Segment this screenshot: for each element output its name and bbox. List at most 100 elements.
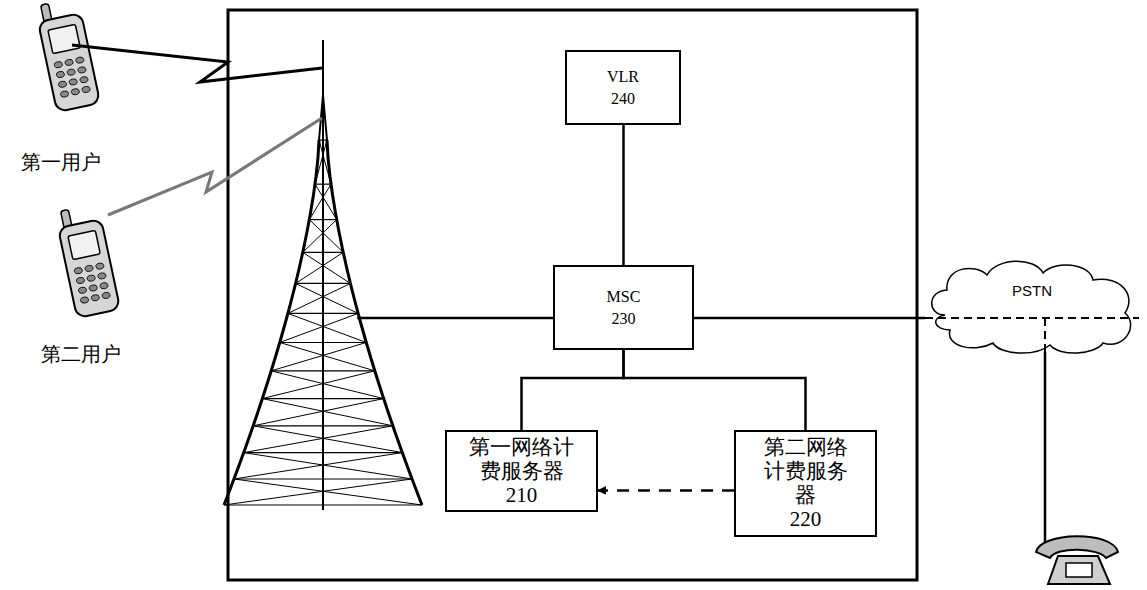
node-title: 第二网络计费服务器 bbox=[754, 435, 857, 507]
phone-key bbox=[80, 296, 89, 304]
tower-strut bbox=[288, 313, 358, 314]
tower-brace bbox=[253, 426, 402, 453]
phone-key bbox=[56, 71, 65, 79]
phone-key bbox=[65, 59, 74, 67]
tower-brace bbox=[296, 252, 344, 283]
tower-brace bbox=[303, 252, 351, 283]
tower-brace bbox=[253, 399, 383, 426]
tower-brace bbox=[309, 220, 343, 253]
phone-key bbox=[85, 265, 94, 273]
telephone-symbol bbox=[1036, 536, 1118, 584]
system-frame bbox=[228, 10, 917, 580]
connection-line bbox=[522, 350, 624, 430]
tower-leg bbox=[224, 140, 319, 505]
phone-key bbox=[71, 88, 80, 96]
mobile-phone bbox=[55, 203, 120, 318]
phone-key bbox=[76, 277, 85, 285]
radio-link bbox=[108, 118, 322, 215]
connection-line bbox=[694, 317, 925, 320]
phone-key bbox=[79, 76, 88, 84]
phone-key bbox=[60, 90, 69, 98]
tower-strut bbox=[309, 219, 336, 220]
phone-key bbox=[78, 287, 87, 295]
phone-key bbox=[97, 272, 106, 280]
tower-strut bbox=[280, 342, 367, 343]
phone-key bbox=[58, 81, 67, 89]
tower-brace bbox=[280, 342, 375, 370]
phone-body bbox=[38, 13, 100, 112]
tower-brace bbox=[288, 313, 366, 342]
phone-key bbox=[99, 282, 108, 290]
tower-brace bbox=[262, 399, 392, 426]
pstn-line bbox=[1044, 352, 1047, 548]
radio-link bbox=[72, 45, 322, 82]
tower-brace bbox=[288, 283, 351, 313]
tower-brace bbox=[315, 140, 327, 184]
phone-key bbox=[75, 56, 84, 64]
tower-brace bbox=[224, 479, 412, 505]
tower-brace bbox=[296, 283, 359, 313]
tower-strut bbox=[234, 478, 412, 479]
tower-brace bbox=[271, 371, 383, 399]
phone-key bbox=[69, 78, 78, 86]
server-box: 第二网络计费服务器220 bbox=[734, 430, 877, 537]
tower-strut bbox=[244, 452, 403, 453]
tower-strut bbox=[262, 398, 383, 399]
connection-line bbox=[624, 350, 806, 430]
antenna-tower bbox=[224, 40, 422, 510]
callout-number: 230 bbox=[612, 308, 636, 330]
network-cloud: PSTN bbox=[925, 255, 1139, 355]
phone-key bbox=[102, 292, 111, 300]
tower-brace bbox=[234, 479, 422, 505]
user-label: 第一用户 bbox=[0, 150, 122, 174]
tower-brace bbox=[309, 184, 331, 219]
server-box: VLR240 bbox=[565, 50, 681, 125]
mobile-phone bbox=[35, 0, 100, 112]
tower-strut bbox=[296, 283, 351, 284]
phone-screen bbox=[48, 24, 80, 53]
network-path bbox=[1044, 318, 1046, 355]
tower-strut bbox=[224, 504, 422, 505]
connection-line bbox=[622, 125, 625, 265]
phone-screen bbox=[68, 230, 100, 259]
cloud-shape bbox=[932, 261, 1131, 353]
phone-key bbox=[54, 61, 63, 69]
tower-strut bbox=[303, 252, 343, 253]
tower-leg bbox=[327, 140, 422, 505]
tower-brace bbox=[271, 342, 366, 370]
tower-link bbox=[357, 317, 553, 320]
node-title: VLR bbox=[607, 66, 639, 88]
network-path bbox=[925, 317, 1139, 319]
phone-key bbox=[77, 66, 86, 74]
phone-key bbox=[95, 262, 104, 270]
tower-brace bbox=[262, 371, 374, 399]
server-box: MSC230 bbox=[553, 265, 694, 350]
telephone-base bbox=[1048, 556, 1110, 584]
tower-strut bbox=[319, 139, 327, 140]
server-box: 第一网络计费服务器210 bbox=[445, 430, 598, 512]
phone-key bbox=[89, 284, 98, 292]
telephone-handset bbox=[1036, 536, 1118, 558]
tower-brace bbox=[234, 453, 402, 479]
tower-strut bbox=[271, 370, 375, 371]
callout-number: 240 bbox=[611, 88, 635, 110]
phone-key bbox=[82, 86, 91, 94]
callout-number: 210 bbox=[506, 483, 538, 507]
phone-key bbox=[91, 294, 100, 302]
node-title: PSTN bbox=[1012, 281, 1052, 301]
tower-brace bbox=[280, 313, 358, 342]
phone-body bbox=[58, 219, 120, 318]
tower-brace bbox=[244, 426, 393, 453]
node-title: MSC bbox=[607, 286, 641, 308]
tower-strut bbox=[253, 425, 393, 426]
tower-brace bbox=[244, 453, 412, 479]
user-label: 第二用户 bbox=[20, 342, 142, 366]
arrow-line bbox=[598, 489, 734, 492]
phone-key bbox=[87, 274, 96, 282]
tower-strut bbox=[315, 184, 331, 185]
node-title: 第一网络计费服务器 bbox=[465, 435, 578, 483]
tower-brace bbox=[303, 220, 337, 253]
phone-key bbox=[74, 267, 83, 275]
cloud-outline bbox=[925, 255, 1139, 355]
